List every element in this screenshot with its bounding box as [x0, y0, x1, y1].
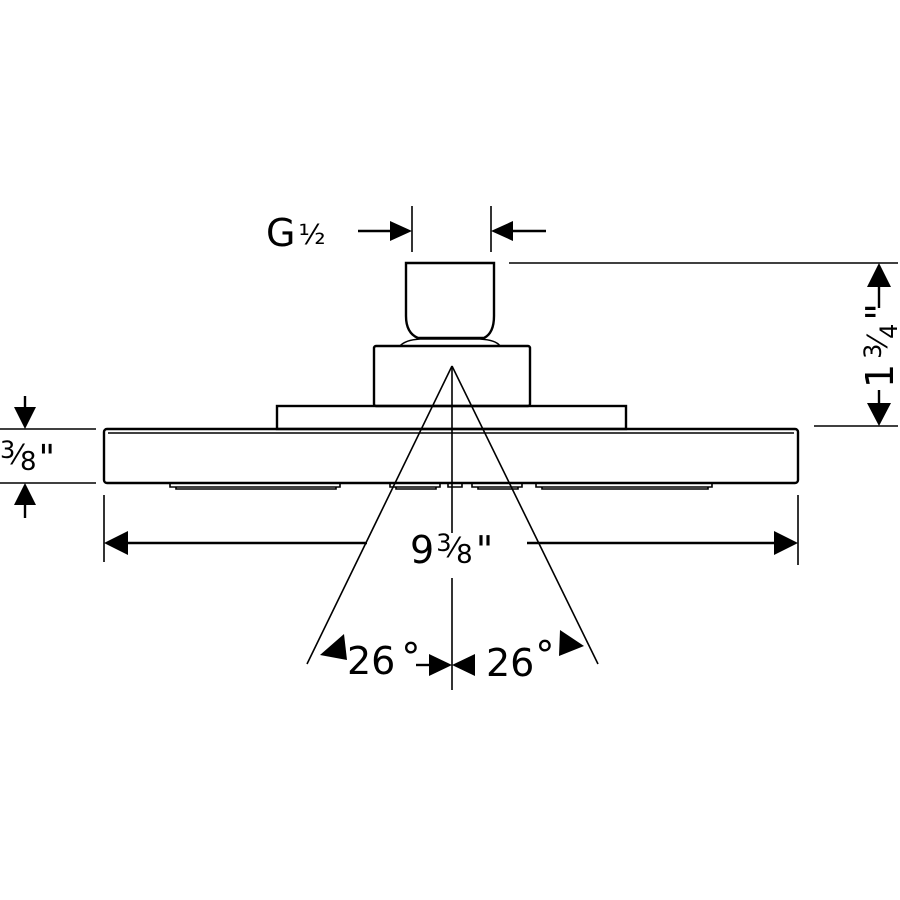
height-dimension: 13⁄4": [509, 262, 900, 427]
angle-left-arrow-inner: [429, 654, 452, 676]
angle-right-unit: °: [535, 633, 554, 677]
thickness-dimension: 3⁄8": [0, 396, 96, 518]
width-arrow-right: [774, 531, 798, 555]
height-arrow-top: [867, 263, 891, 287]
thickness-arrow-bottom-head: [14, 483, 36, 505]
width-label-whole: 9: [410, 528, 434, 572]
angle-right-arrow-outer: [559, 630, 584, 656]
thickness-label-num: 3: [0, 436, 15, 464]
angle-right-arrow-inner: [452, 654, 475, 676]
spray-cone-right-edge: [451, 365, 599, 665]
connector-nut-neck: [399, 338, 501, 347]
height-label-whole: 1: [858, 364, 900, 388]
height-label-den: 4: [875, 324, 900, 339]
angle-left-value: 26: [347, 639, 395, 683]
thread-arrow-right-head: [491, 221, 513, 241]
height-label: 13⁄4": [858, 303, 900, 388]
angle-right-value: 26: [486, 641, 534, 685]
height-arrow-bottom: [867, 403, 891, 426]
connector-nut: [404, 261, 496, 340]
width-dimension: 93⁄8": [103, 495, 799, 572]
thickness-arrow-top-head: [14, 407, 36, 429]
shower-head-body: [102, 261, 800, 490]
thickness-label-den: 8: [20, 447, 37, 477]
head-plate: [102, 427, 800, 485]
width-arrow-left: [104, 531, 128, 555]
thread-arrow-left-head: [390, 221, 412, 241]
width-label-num: 3: [436, 529, 451, 557]
angle-right-label: 26°: [486, 633, 554, 685]
angle-left-label: 26°: [347, 635, 420, 683]
spray-cone-left-edge: [306, 365, 453, 665]
angle-left-unit: °: [401, 635, 420, 679]
width-label-unit: ": [476, 528, 493, 572]
thread-label-main: G: [266, 211, 295, 255]
spray-cone: 26° 26°: [306, 365, 599, 690]
thickness-label-unit: ": [39, 438, 56, 479]
height-label-unit: ": [858, 303, 900, 320]
thread-label-fraction: ½: [298, 218, 325, 251]
spray-nozzles: [130, 482, 766, 490]
angle-left-arrow-outer: [320, 634, 347, 660]
height-label-num: 3: [859, 344, 887, 359]
thickness-label: 3⁄8": [0, 436, 55, 479]
width-label-den: 8: [456, 540, 473, 570]
width-label: 93⁄8": [410, 528, 493, 572]
